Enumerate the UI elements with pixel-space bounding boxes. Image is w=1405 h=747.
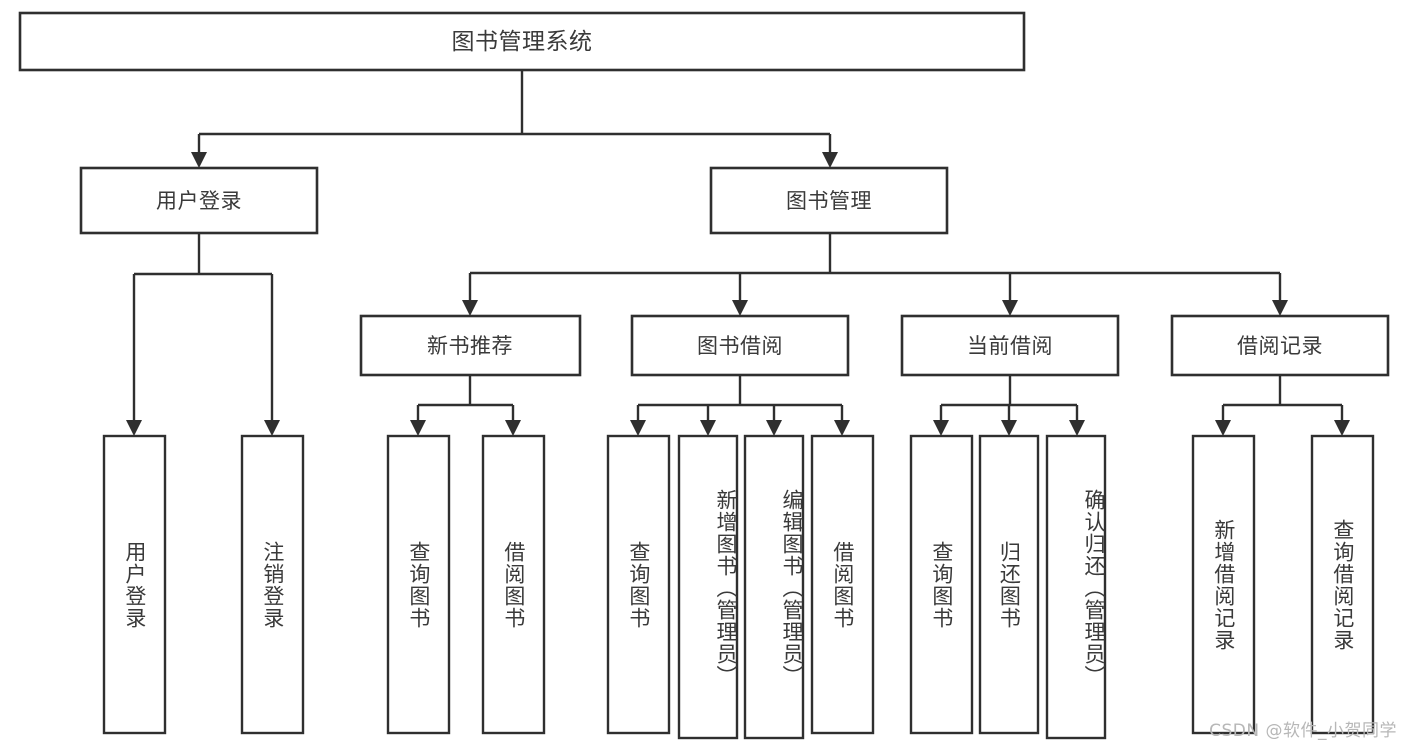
node-leaf-logout-login[interactable] [240,434,305,735]
node-leaf-user-login[interactable] [102,434,167,735]
node-root-label: 图书管理系统 [452,29,593,55]
connector-bookborrow-to-leaves [630,375,850,436]
node-leaf-query-record[interactable] [1310,434,1375,735]
connector-currentborrow-to-leaves [933,375,1085,436]
connector-bookmanage-to-level3 [462,233,1288,316]
node-new-book-recommend-label: 新书推荐 [427,334,513,358]
node-user-login[interactable]: 用户登录 [79,166,319,235]
connector-userlogin-to-leaves [126,233,280,436]
node-new-book-recommend[interactable]: 新书推荐 [359,314,582,377]
node-borrow-record-label: 借阅记录 [1237,334,1323,358]
node-book-borrow-label: 图书借阅 [697,334,783,358]
node-leaf-borrow-book-2[interactable] [810,434,875,735]
node-leaf-query-book-2[interactable] [606,434,671,735]
csdn-watermark: CSDN @软件_小贺同学 [1209,721,1397,741]
node-user-login-label: 用户登录 [156,189,242,213]
node-leaf-return-book[interactable] [978,434,1040,735]
node-leaf-borrow-book-1[interactable] [481,434,546,735]
node-leaf-confirm-return[interactable] [1045,434,1107,740]
node-current-borrow-label: 当前借阅 [967,334,1053,358]
connector-root-to-level2 [191,71,838,168]
connector-borrowrecord-to-leaves [1215,375,1350,436]
node-leaf-query-book-1[interactable] [386,434,451,735]
node-borrow-record[interactable]: 借阅记录 [1170,314,1390,377]
node-book-borrow[interactable]: 图书借阅 [630,314,850,377]
node-book-manage-label: 图书管理 [786,189,872,213]
node-book-manage[interactable]: 图书管理 [709,166,949,235]
node-leaf-add-record[interactable] [1191,434,1256,735]
node-leaf-add-book[interactable] [677,434,739,740]
node-leaf-edit-book[interactable] [743,434,805,740]
node-current-borrow[interactable]: 当前借阅 [900,314,1120,377]
node-root[interactable]: 图书管理系统 [18,11,1026,72]
node-leaf-query-book-3[interactable] [909,434,974,735]
connector-newbook-to-leaves [410,375,521,436]
